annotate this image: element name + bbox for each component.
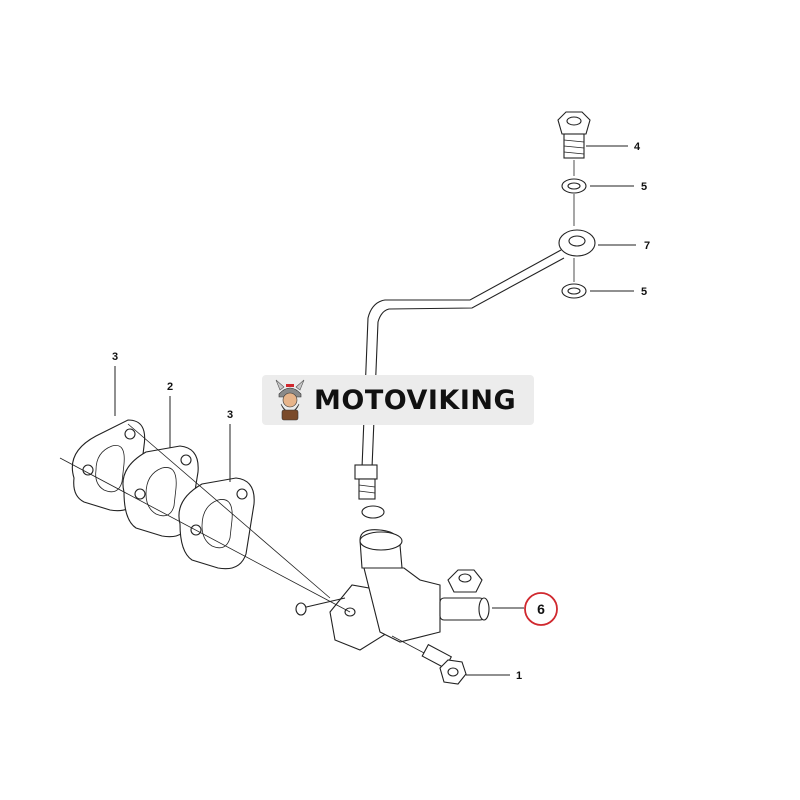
banjo-fitting xyxy=(558,229,596,257)
watermark-text: MOTOVIKING xyxy=(314,384,517,416)
washer-lower xyxy=(561,283,587,299)
callout-3-right: 3 xyxy=(227,409,233,421)
pipe-nut xyxy=(354,464,385,519)
fuel-pipe xyxy=(361,249,565,469)
callout-1: 1 xyxy=(516,670,522,682)
watermark-logo: MOTOVIKING xyxy=(262,375,534,425)
callout-6: 6 xyxy=(537,601,545,617)
callout-7: 7 xyxy=(644,240,650,252)
callout-5-upper: 5 xyxy=(641,181,647,193)
mounting-bolt xyxy=(391,635,467,685)
callout-4: 4 xyxy=(634,141,641,153)
callout-2: 2 xyxy=(167,381,173,393)
washer-upper xyxy=(561,178,587,194)
callout-5-lower: 5 xyxy=(641,286,647,298)
banjo-bolt xyxy=(557,111,591,159)
alignment-line xyxy=(59,457,351,613)
fuel-pump xyxy=(295,529,490,651)
highlight-circle xyxy=(524,592,558,626)
callout-3-left: 3 xyxy=(112,351,118,363)
viking-mascot-icon xyxy=(275,379,305,421)
alignment-line xyxy=(127,423,331,599)
